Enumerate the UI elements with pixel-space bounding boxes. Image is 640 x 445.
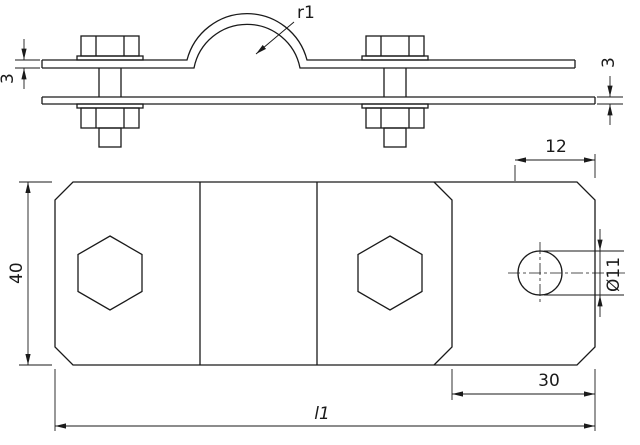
plate-outline	[54, 181, 596, 366]
upper-strap-inner-line	[42, 23, 575, 69]
strap-end-edge	[433, 181, 453, 366]
upper-strap-outer-line	[42, 13, 575, 61]
dim-label-thickness-left: 3	[0, 73, 18, 84]
radius-label: r1	[297, 3, 315, 23]
bolt-head	[365, 35, 425, 57]
dim-label-hole-offset: 12	[545, 137, 567, 157]
bolt-nut	[365, 107, 425, 129]
bolt-thread-stub	[383, 127, 407, 148]
upper-strap	[41, 13, 576, 69]
hole-centerlines	[508, 242, 626, 304]
dim-hole-diameter: Ø11	[544, 229, 624, 317]
radius-callout: r1	[255, 3, 315, 55]
bolt-head-hex-left	[77, 235, 143, 311]
dim-strap-thickness-right: 3	[597, 57, 623, 125]
dim-plate-width: 40	[7, 181, 52, 366]
bolt-head	[80, 35, 140, 57]
bolt-nut	[80, 107, 140, 129]
dim-strap-thickness-left: 3	[0, 39, 40, 89]
dim-hole-offset: 12	[514, 137, 596, 181]
side-view: r1 3 3	[0, 3, 623, 148]
dim-tab-length: 30	[451, 369, 595, 400]
bolt-head-hex-right	[357, 235, 423, 311]
dim-label-overall-length: l1	[314, 404, 330, 424]
bolt-left	[76, 35, 144, 148]
dim-overall-length: l1	[54, 369, 596, 431]
radius-leader-line	[255, 21, 295, 55]
dim-label-hole-diameter: Ø11	[604, 257, 624, 292]
dim-label-plate-width: 40	[7, 262, 27, 284]
lower-strap	[41, 96, 596, 105]
dim-label-thickness-right: 3	[599, 57, 619, 68]
plan-view: 40 12 Ø11 30 l1	[7, 137, 626, 431]
bolt-washer-top	[361, 55, 429, 61]
dim-label-tab-length: 30	[538, 371, 560, 391]
bolt-right	[361, 35, 429, 148]
bolt-washer-top	[76, 55, 144, 61]
bolt-thread-stub	[98, 127, 122, 148]
